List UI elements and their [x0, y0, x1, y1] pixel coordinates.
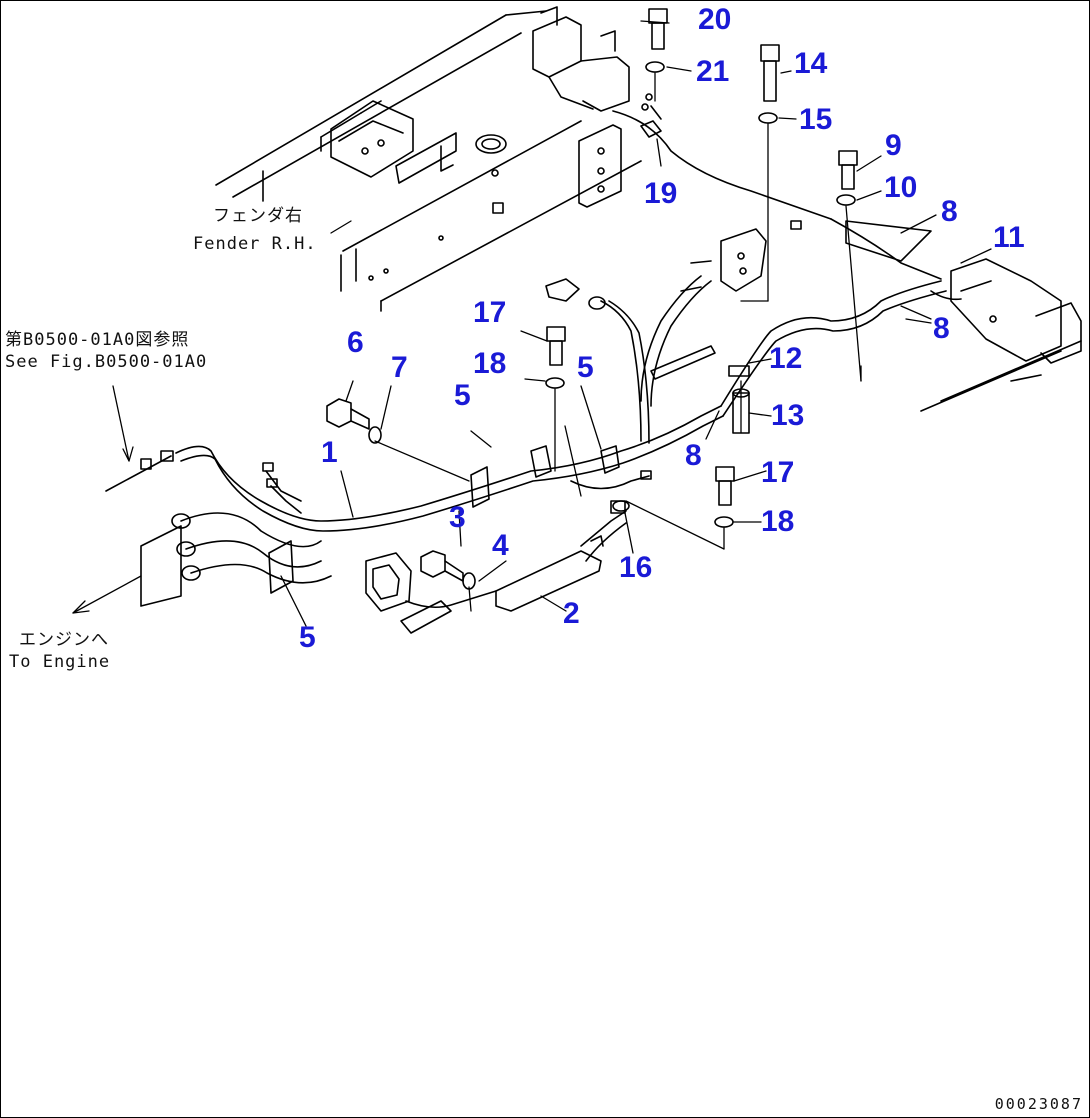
leader-lines	[72, 20, 992, 627]
callout-21: 21	[696, 55, 730, 88]
callout-11: 11	[993, 221, 1025, 254]
callout-3: 3	[449, 501, 466, 534]
main-harness	[105, 228, 947, 607]
callout-4: 4	[492, 529, 509, 562]
callout-9: 9	[885, 129, 902, 162]
callout-5-left: 5	[454, 379, 471, 412]
fender-label-en: Fender R.H.	[193, 234, 317, 254]
callout-8-right: 8	[933, 312, 950, 345]
callout-14: 14	[794, 47, 828, 80]
document-id: 00023087	[994, 1095, 1083, 1113]
callout-17-low: 17	[761, 456, 795, 489]
callout-15: 15	[799, 103, 833, 136]
callout-8-mid: 8	[685, 439, 702, 472]
callout-17-mid: 17	[473, 296, 507, 329]
callout-12: 12	[769, 342, 803, 375]
fender-label-jp: フェンダ右	[213, 206, 303, 226]
callout-18-low: 18	[761, 505, 795, 538]
callout-13: 13	[771, 399, 805, 432]
engine-label-jp: エンジンへ	[19, 630, 109, 650]
right-lamp-assembly	[920, 258, 1082, 412]
see-fig-label-jp: 第B0500-01A0図参照	[5, 330, 190, 350]
callout-5-low: 5	[299, 621, 316, 654]
callout-5-mid: 5	[577, 351, 594, 384]
callout-16: 16	[619, 551, 653, 584]
see-fig-label-en: See Fig.B0500-01A0	[5, 352, 208, 372]
callout-20: 20	[698, 3, 732, 36]
callout-10: 10	[884, 171, 918, 204]
harness-upper-run	[612, 105, 942, 280]
callout-2: 2	[563, 597, 580, 630]
fender-frame	[215, 6, 642, 312]
callout-19: 19	[644, 177, 678, 210]
callout-8-top: 8	[941, 195, 958, 228]
callout-7: 7	[391, 351, 408, 384]
callout-18-mid: 18	[473, 347, 507, 380]
engine-label-en: To Engine	[9, 652, 111, 672]
callout-6: 6	[347, 326, 364, 359]
callout-1: 1	[321, 436, 338, 469]
